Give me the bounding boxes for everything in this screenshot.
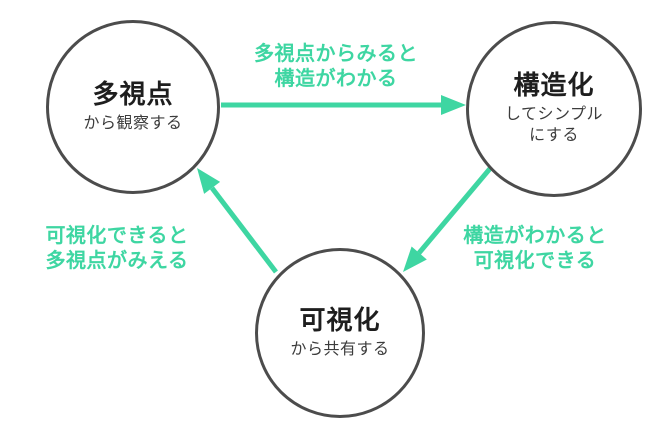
arrowhead-right-icon [441, 95, 466, 115]
edge-label-visual-to-multi: 可視化できると 多視点がみえる [45, 225, 189, 272]
node-multi-viewpoint-subtitle: から観察する [83, 114, 183, 132]
node-visualization-subtitle: から共有する [290, 340, 390, 358]
arrow-visual-to-multi [197, 168, 278, 274]
arrowhead-downleft-icon [403, 246, 427, 272]
node-multi-viewpoint-title: 多視点 [92, 78, 174, 109]
node-structuring-subtitle: してシンプル にする [504, 105, 604, 145]
arrowhead-upleft-icon [197, 168, 221, 194]
edge-label-multi-to-struct: 多視点からみると 構造がわかる [254, 43, 418, 90]
edge-label-struct-to-visual: 構造がわかると 可視化できる [463, 225, 607, 272]
node-structuring: 構造化 してシンプル にする [466, 21, 642, 197]
node-visualization: 可視化 から共有する [255, 248, 425, 418]
arrow-multi-to-struct [221, 95, 466, 115]
arrow-struct-to-visual [403, 163, 495, 272]
node-multi-viewpoint: 多視点 から観察する [46, 20, 220, 194]
node-visualization-title: 可視化 [299, 304, 381, 335]
node-structuring-title: 構造化 [513, 69, 595, 100]
